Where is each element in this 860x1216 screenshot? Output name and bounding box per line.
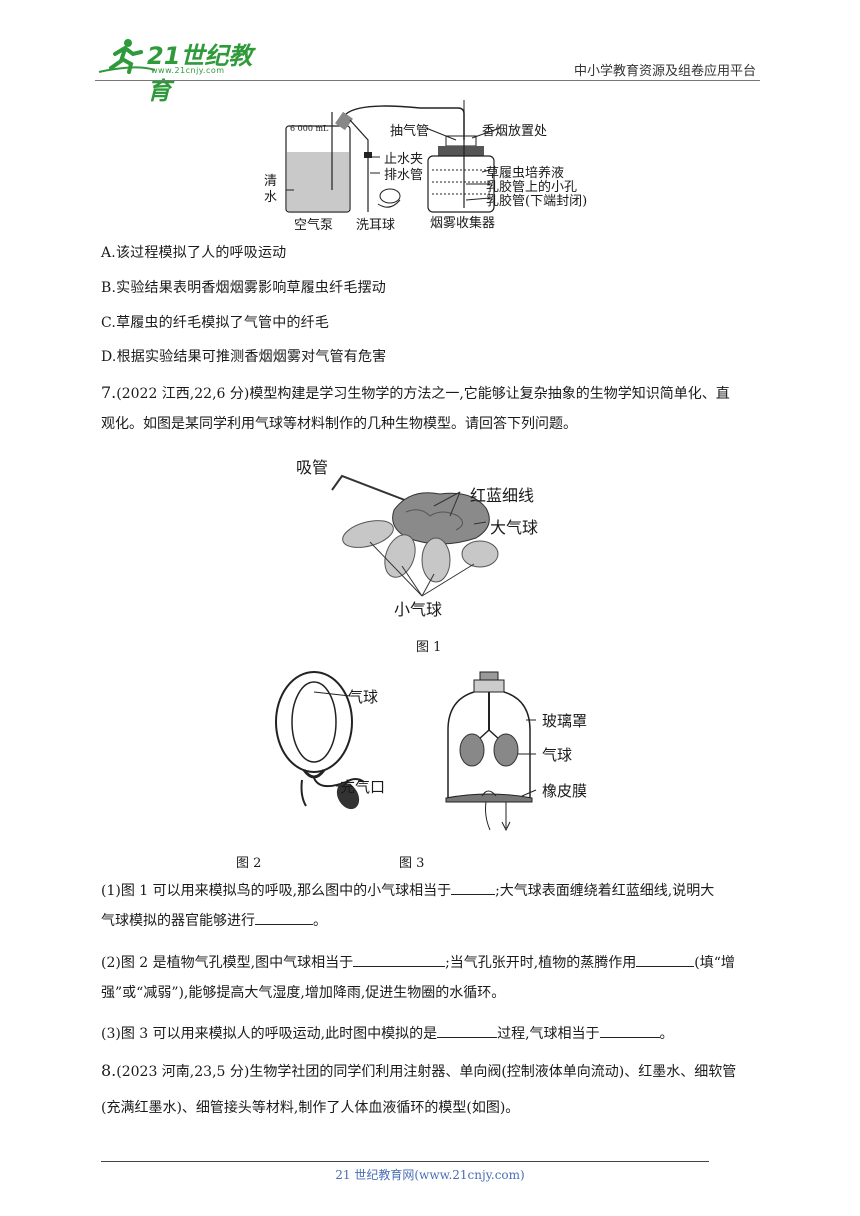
question-number: 8. [101, 1061, 117, 1080]
answer-blank[interactable] [353, 952, 446, 967]
platform-name: 中小学教育资源及组卷应用平台 [573, 64, 756, 79]
question-source: (2022 江西,22,6 分) [116, 386, 250, 402]
figure-1-caption: 图 1 [416, 640, 442, 655]
latex-tube-label: 乳胶管(下端封闭) [486, 194, 588, 209]
lung-air-sac-drawing [331, 474, 499, 597]
drain-tube-label: 排水管 [384, 168, 424, 183]
suction-tube-label: 抽气管 [390, 124, 430, 139]
sub2-text-d: 强”或“减弱”),能够提高大气湿度,增加降雨,促进生物圈的水循环。 [101, 985, 506, 1001]
air-pump-label: 空气泵 [294, 218, 334, 233]
straw-label: 吸管 [296, 458, 329, 477]
water-label: 清水 [264, 174, 278, 205]
option-c: C.草履虫的纤毛模拟了气管中的纤毛 [101, 315, 330, 331]
figure-3: 玻璃罩 气球 橡皮膜 [442, 670, 622, 850]
logo-url: www.21cnjy.com [151, 66, 225, 75]
sub2-text-c: (填“增 [694, 955, 735, 971]
option-d: D.根据实验结果可推测香烟烟雾对气管有危害 [101, 349, 387, 365]
figure-3-caption: 图 3 [399, 856, 425, 871]
footer-divider [101, 1161, 709, 1162]
capacity-label: 6 000 mL [290, 124, 329, 133]
option-b: B.实验结果表明香烟烟雾影响草履虫纤毛摆动 [101, 280, 386, 296]
ear-bulb-label: 洗耳球 [356, 218, 396, 233]
stoma-model-drawing [275, 671, 365, 810]
header-divider [95, 80, 760, 81]
glass-cover-label: 玻璃罩 [542, 712, 588, 730]
water-clamp-label: 止水夹 [384, 152, 424, 167]
sub2-text-b: ;当气孔张开时,植物的蒸腾作用 [445, 955, 637, 971]
answer-blank[interactable] [636, 952, 695, 967]
tube-hole-label: 乳胶管上的小孔 [486, 180, 578, 195]
cigarette-place-label: 香烟放置处 [482, 124, 548, 139]
answer-blank[interactable] [255, 910, 313, 925]
stem-line-1: 生物学社团的同学们利用注射器、单向阀(控制液体单向流动)、红墨水、细软管 [249, 1064, 737, 1080]
sub-question-2: (2)图 2 是植物气孔模型,图中气球相当于 ;当气孔张开时,植物的蒸腾作用 (填“… [101, 948, 761, 1008]
small-balloon-label: 小气球 [394, 600, 443, 619]
stem-line-2: 观化。如图是某同学利用气球等材料制作的几种生物模型。请回答下列问题。 [101, 416, 577, 432]
figure-1: 吸管 红蓝细线 大气球 小气球 图 1 [290, 450, 580, 655]
footer-text[interactable]: 21 世纪教育网(www.21cnjy.com) [335, 1168, 525, 1182]
fig3-balloon-label: 气球 [542, 746, 573, 764]
stem-line-1: 模型构建是学习生物学的方法之一,它能够让复杂抽象的生物学知识简单化、直 [249, 386, 730, 402]
runner-icon [98, 39, 156, 74]
sub1-text-d: 。 [313, 913, 327, 929]
collector-label: 烟雾收集器 [430, 216, 496, 231]
option-a: A.该过程模拟了人的呼吸运动 [101, 245, 287, 261]
inlet-label: 充气口 [340, 778, 386, 796]
sub1-text-c: 气球模拟的器官能够进行 [101, 913, 255, 929]
question-number: 7. [101, 383, 117, 402]
page-header: 21世纪教育 www.21cnjy.com 中小学教育资源及组卷应用平台 [95, 34, 760, 105]
sub1-text-a: (1)图 1 可以用来模拟鸟的呼吸,那么图中的小气球相当于 [101, 883, 452, 899]
answer-blank[interactable] [599, 1023, 660, 1038]
figure-2: 气球 充气口 [260, 670, 420, 850]
bell-jar-drawing [445, 671, 537, 832]
question-source: (2023 河南,23,5 分) [116, 1064, 250, 1080]
answer-blank[interactable] [437, 1023, 498, 1038]
logo-text: 21世纪教育 [147, 42, 253, 105]
site-logo[interactable]: 21世纪教育 www.21cnjy.com [95, 34, 275, 105]
apparatus-drawing [285, 100, 501, 213]
big-balloon-label: 大气球 [490, 518, 539, 537]
sub1-text-b: ;大气球表面缠绕着红蓝细线,说明大 [495, 883, 715, 899]
question-8-stem: 8.(2023 河南,23,5 分)生物学社团的同学们利用注射器、单向阀(控制液… [101, 1056, 761, 1123]
sub-question-3: (3)图 3 可以用来模拟人的呼吸运动,此时图中模拟的是 过程,气球相当于 。 [101, 1019, 761, 1049]
answer-blank[interactable] [451, 880, 496, 895]
fig2-balloon-label: 气球 [348, 688, 379, 706]
sub-question-1: (1)图 1 可以用来模拟鸟的呼吸,那么图中的小气球相当于 ;大气球表面缠绕着红蓝… [101, 876, 761, 936]
sub3-text-a: (3)图 3 可以用来模拟人的呼吸运动,此时图中模拟的是 [101, 1026, 438, 1042]
paramecium-label: 草履虫培养液 [486, 166, 565, 181]
smoke-apparatus-figure: 6 000 mL 清水 空气泵 抽气管 香烟放置处 止水夹 排水管 洗耳球 草履… [250, 100, 630, 233]
figure-2-caption: 图 2 [236, 856, 262, 871]
red-blue-line-label: 红蓝细线 [470, 486, 535, 505]
sub2-text-a: (2)图 2 是植物气孔模型,图中气球相当于 [101, 955, 354, 971]
stem-line-2: (充满红墨水)、细管接头等材料,制作了人体血液循环的模型(如图)。 [101, 1100, 520, 1116]
rubber-membrane-label: 橡皮膜 [542, 782, 588, 800]
sub3-text-b: 过程,气球相当于 [497, 1026, 600, 1042]
sub3-text-c: 。 [659, 1026, 674, 1042]
question-7-stem: 7.(2022 江西,22,6 分)模型构建是学习生物学的方法之一,它能够让复杂… [101, 378, 761, 439]
